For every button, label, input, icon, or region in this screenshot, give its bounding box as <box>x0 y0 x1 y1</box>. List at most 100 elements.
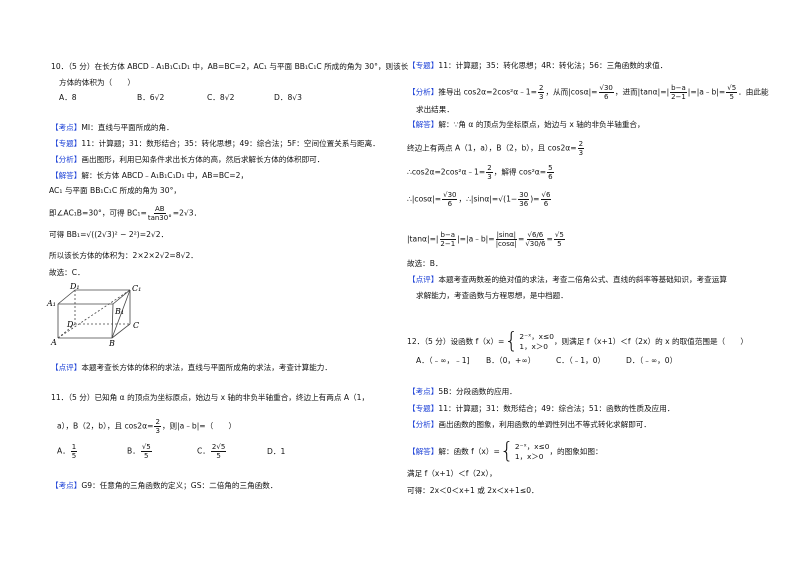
denominator: √30/6 <box>525 240 546 248</box>
sol-text: = <box>517 234 525 244</box>
numerator: 2 <box>538 84 545 93</box>
brace: { <box>504 329 519 354</box>
sol-text: = <box>546 234 553 244</box>
piece-row: 1，x＞0 <box>519 342 548 351</box>
label-b: B <box>108 339 115 348</box>
q10-option-d[interactable]: D．8√3 <box>274 93 302 102</box>
numerator: 2√5 <box>210 443 227 452</box>
numerator: 2 <box>577 140 585 149</box>
numerator: 30 <box>518 191 530 200</box>
q10-option-b[interactable]: B．6√2 <box>137 93 165 102</box>
q12-kaodian: 【考点】5B：分段函数的应用． <box>408 387 517 397</box>
denominator: 36 <box>519 200 529 208</box>
numerator: 5 <box>547 164 554 173</box>
numerator: AB <box>153 205 166 214</box>
piece-row: 2⁻ˣ，x≤0 <box>514 442 550 451</box>
zhuanti-tag: 【专题】 <box>408 404 439 413</box>
q12-option-b[interactable]: B．（0，+∞） <box>486 356 536 365</box>
q11-option-d[interactable]: D．1 <box>267 446 286 456</box>
denominator: 6 <box>447 200 453 208</box>
q11-zhuanti: 【专题】11：计算题；35：转化思想；4R：转化法；56：三角函数的求值． <box>408 61 667 71</box>
numerator: |sinα| <box>495 231 517 240</box>
q11-jieda: 【解答】解：∵角 α 的顶点为坐标原点，始边与 x 轴的非负半轴重合， <box>408 120 645 130</box>
fenxi-text: 画出函数的图象，利用函数的单调性列出不等式转化求解即可． <box>438 420 651 429</box>
kaodian-tag: 【考点】 <box>51 123 82 132</box>
kaodian-tag: 【考点】 <box>408 387 439 396</box>
numerator: 2 <box>154 418 161 427</box>
q11-answer: 故选：B． <box>407 259 443 268</box>
denominator: 3 <box>155 427 160 435</box>
q10-dianping: 【点评】本题考查长方体的体积的求法，直线与平面所成角的求法，考查计算能力． <box>51 363 332 373</box>
piece-row: 2⁻ˣ，x≤0 <box>519 332 554 341</box>
fenxi-tag: 【分析】 <box>51 155 82 164</box>
label-b1: B₁ <box>114 307 124 316</box>
fenxi-tag: 【分析】 <box>408 420 439 429</box>
label-a: A <box>50 338 57 347</box>
numerator: b−a <box>439 231 457 240</box>
kaodian-tag: 【考点】 <box>51 481 82 490</box>
denominator: 6 <box>603 93 609 101</box>
denominator: |cosα| <box>495 240 517 248</box>
q10-option-c[interactable]: C．8√2 <box>207 93 235 102</box>
fenxi-tag: 【分析】 <box>408 87 439 97</box>
q10-fenxi: 【分析】画出图形，利用已知条件求出长方体的高，然后求解长方体的体积即可． <box>51 155 324 165</box>
stem-text: ，则|a﹣b|=（ ） <box>161 421 237 431</box>
label-c1: C₁ <box>132 284 141 293</box>
sol-text: |tanα|=| <box>407 234 439 244</box>
dianping-text: 本题考查两数差的绝对值的求法，考查二倍角公式、直线的斜率等基础知识，考查运算 <box>438 275 727 284</box>
numerator: √6 <box>540 191 552 200</box>
jieda-tag: 【解答】 <box>51 171 82 180</box>
q12-fenxi: 【分析】画出函数的图象，利用函数的单调性列出不等式转化求解即可． <box>408 420 651 430</box>
jieda-tag: 【解答】 <box>408 120 439 129</box>
label-a1: A₁ <box>46 299 56 308</box>
q12-option-c[interactable]: C．（﹣1，0） <box>556 356 606 365</box>
q10-sol-line4: 所以该长方体的体积为：2×2×2√2=8√2． <box>49 251 198 260</box>
dianping-text: 本题考查长方体的体积的求法，直线与平面所成角的求法，考查计算能力． <box>81 363 332 372</box>
jieda-tag: 【解答】 <box>408 447 439 456</box>
zhuanti-tag: 【专题】 <box>408 61 439 70</box>
option-label: A． <box>57 446 70 456</box>
jieda-text: ，的图象如图： <box>549 447 603 456</box>
q11-stem: 11．（5 分）已知角 α 的顶点为坐标原点，始边与 x 轴的非负半轴重合，终边… <box>51 393 370 402</box>
q10-zhuanti: 【专题】11：计算题；31：数形结合；35：转化思想；49：综合法；5F：空间位… <box>51 139 380 149</box>
denominator: 3 <box>578 149 584 157</box>
numerator: b−a <box>670 84 687 93</box>
jieda-text: 解：函数 f（x）= <box>438 447 500 456</box>
fenxi-text: ．由此能 <box>738 87 769 97</box>
q11-dianping-cont: 求解能力，考查函数与方程思想，是中档题． <box>416 291 568 300</box>
q12-option-a[interactable]: A．（﹣∞，﹣1] <box>416 356 470 365</box>
label-d: D <box>66 320 74 329</box>
sol-text: ∴|cosα|= <box>407 194 442 204</box>
fenxi-text: ，从而|cosα|= <box>545 87 598 97</box>
q10-jieda: 【解答】解：长方体 ABCD﹣A₁B₁C₁D₁ 中，AB=BC=2， <box>51 171 248 181</box>
jieda-text: 解：长方体 ABCD﹣A₁B₁C₁D₁ 中，AB=BC=2， <box>81 171 249 180</box>
sol-text: )= <box>530 194 540 204</box>
sol-text: ∴cos2α=2cos²α﹣1= <box>407 167 486 177</box>
numerator: 2 <box>486 164 493 173</box>
q12-zhuanti: 【专题】11：计算题；31：数形结合；49：综合法；51：函数的性质及应用． <box>408 404 674 414</box>
q12-option-d[interactable]: D．（﹣∞，0） <box>626 356 678 365</box>
fenxi-text: 画出图形，利用已知条件求出长方体的高，然后求解长方体的体积即可． <box>81 155 325 164</box>
q10-option-a[interactable]: A．8 <box>59 93 77 102</box>
